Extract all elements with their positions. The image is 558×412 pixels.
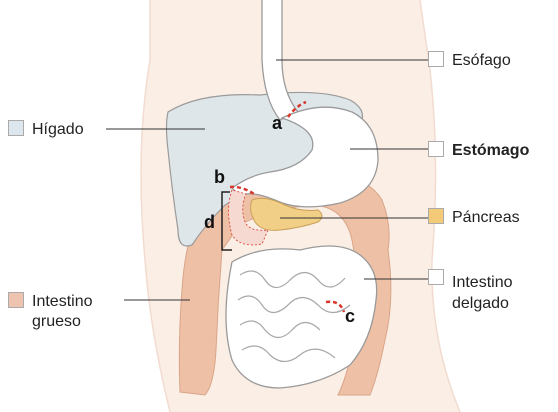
marker-a: a (272, 113, 282, 133)
label-pancreas: Páncreas (452, 208, 520, 227)
pancreas-swatch (428, 208, 444, 224)
esofago-swatch (428, 51, 444, 67)
marker-c: c (345, 306, 355, 326)
intestino-grueso-swatch (8, 292, 24, 308)
intestino-delgado-swatch (428, 269, 444, 285)
label-intestino-delgado-line2: delgado (452, 294, 509, 313)
marker-b: b (214, 167, 225, 187)
label-intestino-grueso-line2: grueso (32, 312, 81, 331)
marker-d: d (204, 212, 215, 232)
label-estomago: Estómago (452, 141, 529, 160)
label-esofago: Esófago (452, 51, 511, 70)
label-intestino-delgado-line1: Intestino (452, 273, 512, 292)
label-higado: Hígado (32, 120, 84, 139)
estomago-swatch (428, 141, 444, 157)
higado-swatch (8, 120, 24, 136)
label-intestino-grueso-line1: Intestino (32, 292, 92, 311)
